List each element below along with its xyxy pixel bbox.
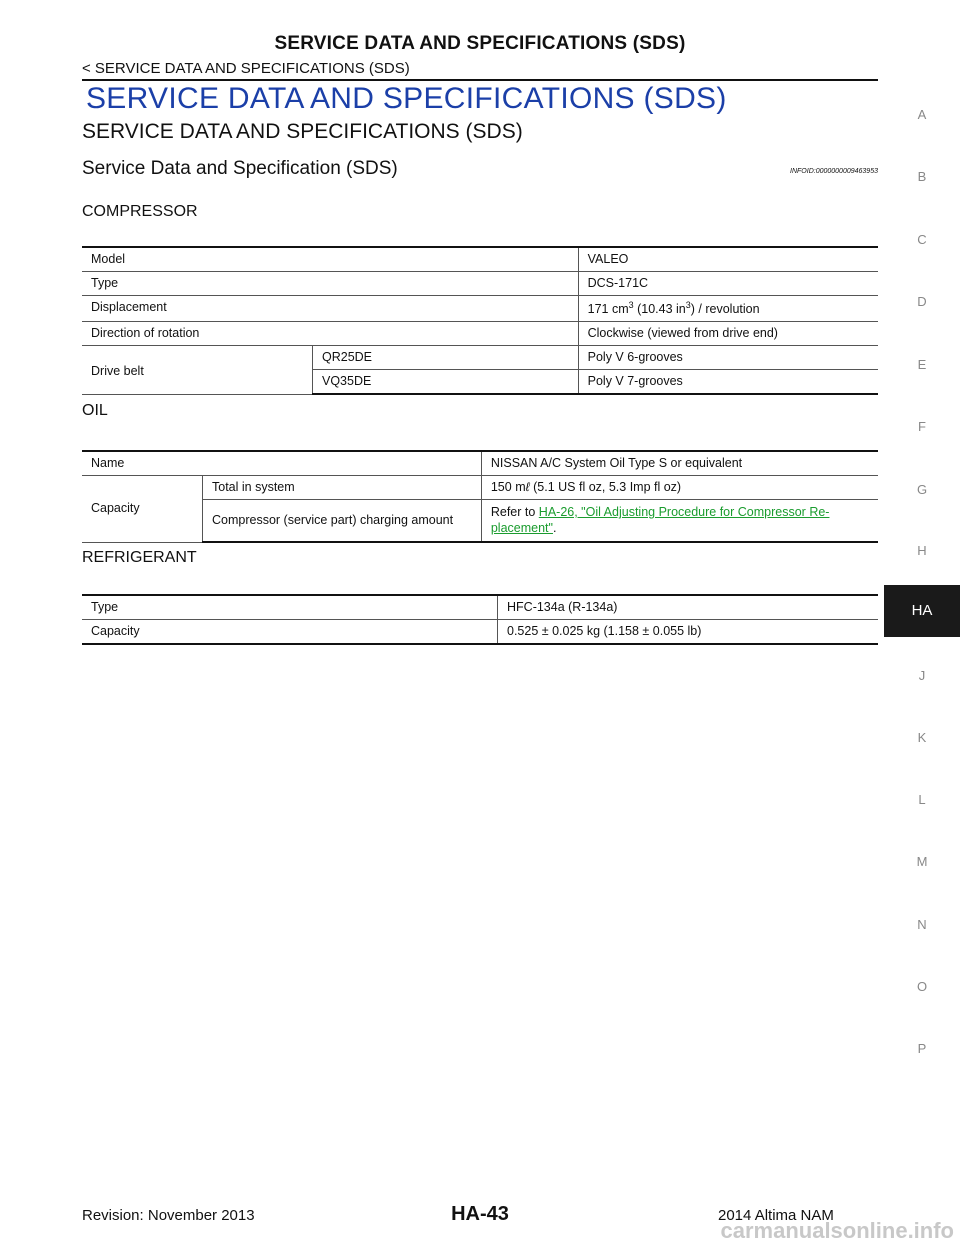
table-row: Compressor (service part) charging amoun…: [82, 499, 878, 543]
refrigerant-table: Type HFC-134a (R-134a) Capacity 0.525 ± …: [82, 594, 878, 645]
refrigerant-capacity-value: 0.525 ± 0.025 kg (1.158 ± 0.055 lb): [497, 619, 878, 645]
tab-a[interactable]: A: [917, 107, 927, 122]
table-row: Displacement 171 cm3 (10.43 in3) / revol…: [82, 295, 878, 323]
table-row: Drive belt QR25DE Poly V 6-grooves: [82, 345, 878, 395]
type-value: DCS-171C: [577, 271, 878, 296]
tab-m[interactable]: M: [916, 854, 928, 869]
model-value: VALEO: [577, 246, 878, 272]
table-row: Type DCS-171C: [82, 271, 878, 296]
rotation-label: Direction of rotation: [82, 321, 579, 347]
table-row: Capacity Total in system 150 mℓ (5.1 US …: [82, 475, 878, 543]
oil-total-label: Total in system: [202, 475, 482, 500]
table-row: Name NISSAN A/C System Oil Type S or equ…: [82, 450, 878, 476]
tab-c[interactable]: C: [917, 232, 927, 247]
oil-total-value: 150 mℓ (5.1 US fl oz, 5.3 Imp fl oz): [480, 475, 878, 500]
liter-symbol: ℓ: [525, 480, 530, 494]
oil-name-value: NISSAN A/C System Oil Type S or equivale…: [480, 450, 878, 476]
oil-heading: OIL: [82, 402, 108, 419]
belt-engine-vq35de: VQ35DE: [312, 369, 579, 396]
oil-table: Name NISSAN A/C System Oil Type S or equ…: [82, 450, 878, 543]
oil-adjusting-procedure-link[interactable]: HA-26, "Oil Adjusting Procedure for Comp…: [490, 505, 830, 535]
header-divider: [82, 79, 878, 81]
page-number: HA-43: [451, 1203, 509, 1225]
refrigerant-type-label: Type: [82, 594, 498, 620]
table-row: VQ35DE Poly V 7-grooves: [82, 369, 878, 396]
tab-k[interactable]: K: [917, 730, 927, 745]
displacement-label: Displacement: [82, 295, 579, 323]
drive-belt-label: Drive belt: [82, 345, 313, 395]
tab-e[interactable]: E: [917, 357, 927, 372]
watermark: carmanualsonline.info: [720, 1218, 955, 1243]
tab-ha[interactable]: HA: [884, 585, 960, 637]
tab-l[interactable]: L: [918, 792, 926, 807]
breadcrumb[interactable]: < SERVICE DATA AND SPECIFICATIONS (SDS): [82, 60, 410, 77]
page-header-title: SERVICE DATA AND SPECIFICATIONS (SDS): [274, 33, 686, 54]
refrigerant-capacity-label: Capacity: [82, 619, 498, 645]
table-row: Model VALEO: [82, 246, 878, 272]
oil-capacity-label: Capacity: [82, 475, 203, 543]
tab-d[interactable]: D: [917, 294, 927, 309]
belt-value-vq35de: Poly V 7-grooves: [577, 369, 878, 396]
tab-j[interactable]: J: [918, 668, 926, 683]
oil-compressor-value: Refer to HA-26, "Oil Adjusting Procedure…: [480, 499, 878, 543]
belt-engine-qr25de: QR25DE: [312, 345, 579, 371]
model-label: Model: [82, 246, 579, 272]
table-row: Capacity 0.525 ± 0.025 kg (1.158 ± 0.055…: [82, 619, 878, 645]
revision-date: Revision: November 2013: [82, 1207, 255, 1224]
section-title: Service Data and Specification (SDS): [82, 158, 398, 179]
type-label: Type: [82, 271, 579, 296]
compressor-table: Model VALEO Type DCS-171C Displacement 1…: [82, 246, 878, 396]
main-title: SERVICE DATA AND SPECIFICATIONS (SDS): [86, 82, 727, 115]
table-row: Direction of rotation Clockwise (viewed …: [82, 321, 878, 347]
sub-title: SERVICE DATA AND SPECIFICATIONS (SDS): [82, 120, 523, 143]
info-id: INFOID:0000000009463953: [790, 168, 878, 175]
tab-g[interactable]: G: [916, 482, 928, 497]
compressor-heading: COMPRESSOR: [82, 203, 198, 220]
displacement-value: 171 cm3 (10.43 in3) / revolution: [577, 295, 878, 323]
tab-b[interactable]: B: [917, 169, 927, 184]
tab-h[interactable]: H: [917, 543, 927, 558]
oil-compressor-label: Compressor (service part) charging amoun…: [202, 499, 482, 543]
belt-value-qr25de: Poly V 6-grooves: [577, 345, 878, 371]
oil-name-label: Name: [82, 450, 482, 476]
table-row: Type HFC-134a (R-134a): [82, 594, 878, 620]
refrigerant-heading: REFRIGERANT: [82, 549, 197, 566]
tab-p[interactable]: P: [917, 1041, 927, 1056]
refrigerant-type-value: HFC-134a (R-134a): [497, 594, 878, 620]
tab-n[interactable]: N: [917, 917, 927, 932]
rotation-value: Clockwise (viewed from drive end): [577, 321, 878, 347]
model-year: 2014 Altima NAM: [718, 1207, 834, 1224]
tab-o[interactable]: O: [916, 979, 928, 994]
tab-f[interactable]: F: [918, 419, 926, 434]
